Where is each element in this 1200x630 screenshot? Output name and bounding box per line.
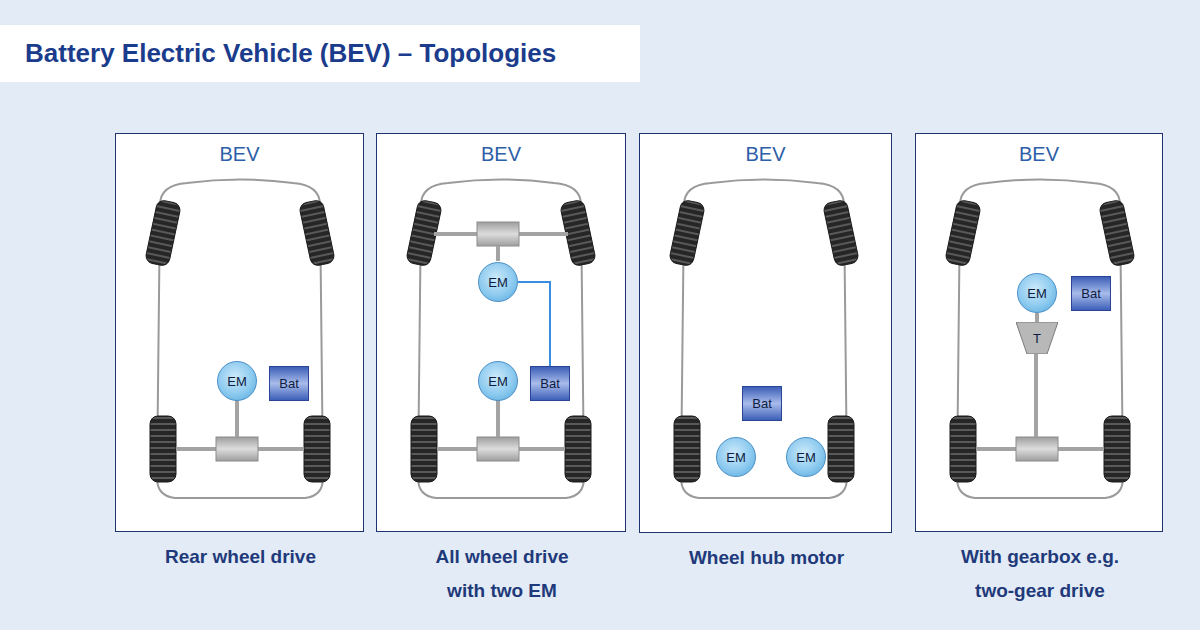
panel-heading: BEV [377,143,625,166]
motor-label: EM [796,450,816,465]
car-hub [669,180,860,499]
motor-label: EM [488,374,508,389]
motor-circle: EM [1017,273,1057,313]
car-rwd [145,180,336,499]
panel-heading: BEV [640,143,891,166]
connector-line [518,282,550,366]
panel-caption: Wheel hub motor [640,541,893,575]
panel-caption: Rear wheel drive [116,540,365,574]
panel-ground [376,133,626,532]
battery-label: Bat [279,376,299,391]
connector-line [1035,313,1039,322]
motor-circle: EM [217,361,257,401]
motor-label: EM [488,275,508,290]
car-awd [406,180,597,499]
panel-caption: All wheel drive with two EM [417,540,587,608]
panel-ground [915,133,1163,532]
motor-circle: EM [716,437,756,477]
title-band: Battery Electric Vehicle (BEV) – Topolog… [0,25,640,82]
motor-circle: EM [786,437,826,477]
panel-heading: BEV [116,143,363,166]
battery-box: Bat [269,366,309,401]
panel-ground [639,133,892,533]
diagram-title: Battery Electric Vehicle (BEV) – Topolog… [25,38,556,69]
motor-circle: EM [478,361,518,401]
transmission-label: T [1033,331,1041,346]
battery-box: Bat [530,366,570,401]
transmission-trapezoid: T [1016,322,1058,354]
battery-box: Bat [742,386,782,421]
battery-label: Bat [752,396,772,411]
topology-panel: BEVWheel hub motorBatEMEM [639,133,892,533]
battery-label: Bat [540,376,560,391]
battery-box: Bat [1071,276,1111,311]
topology-panel: BEVRear wheel driveEMBat [115,133,364,532]
panel-heading: BEV [916,143,1162,166]
battery-label: Bat [1081,286,1101,301]
motor-circle: EM [478,262,518,302]
panel-caption: With gearbox e.g. two-gear drive [940,540,1140,608]
motor-label: EM [726,450,746,465]
motor-label: EM [1027,286,1047,301]
car-gearbox [945,180,1136,499]
motor-label: EM [227,374,247,389]
topology-panel: BEVAll wheel drive with two EMEMEMBat [376,133,626,532]
panel-ground [115,133,364,532]
topology-panel: BEVWith gearbox e.g. two-gear driveEMBat… [915,133,1163,532]
